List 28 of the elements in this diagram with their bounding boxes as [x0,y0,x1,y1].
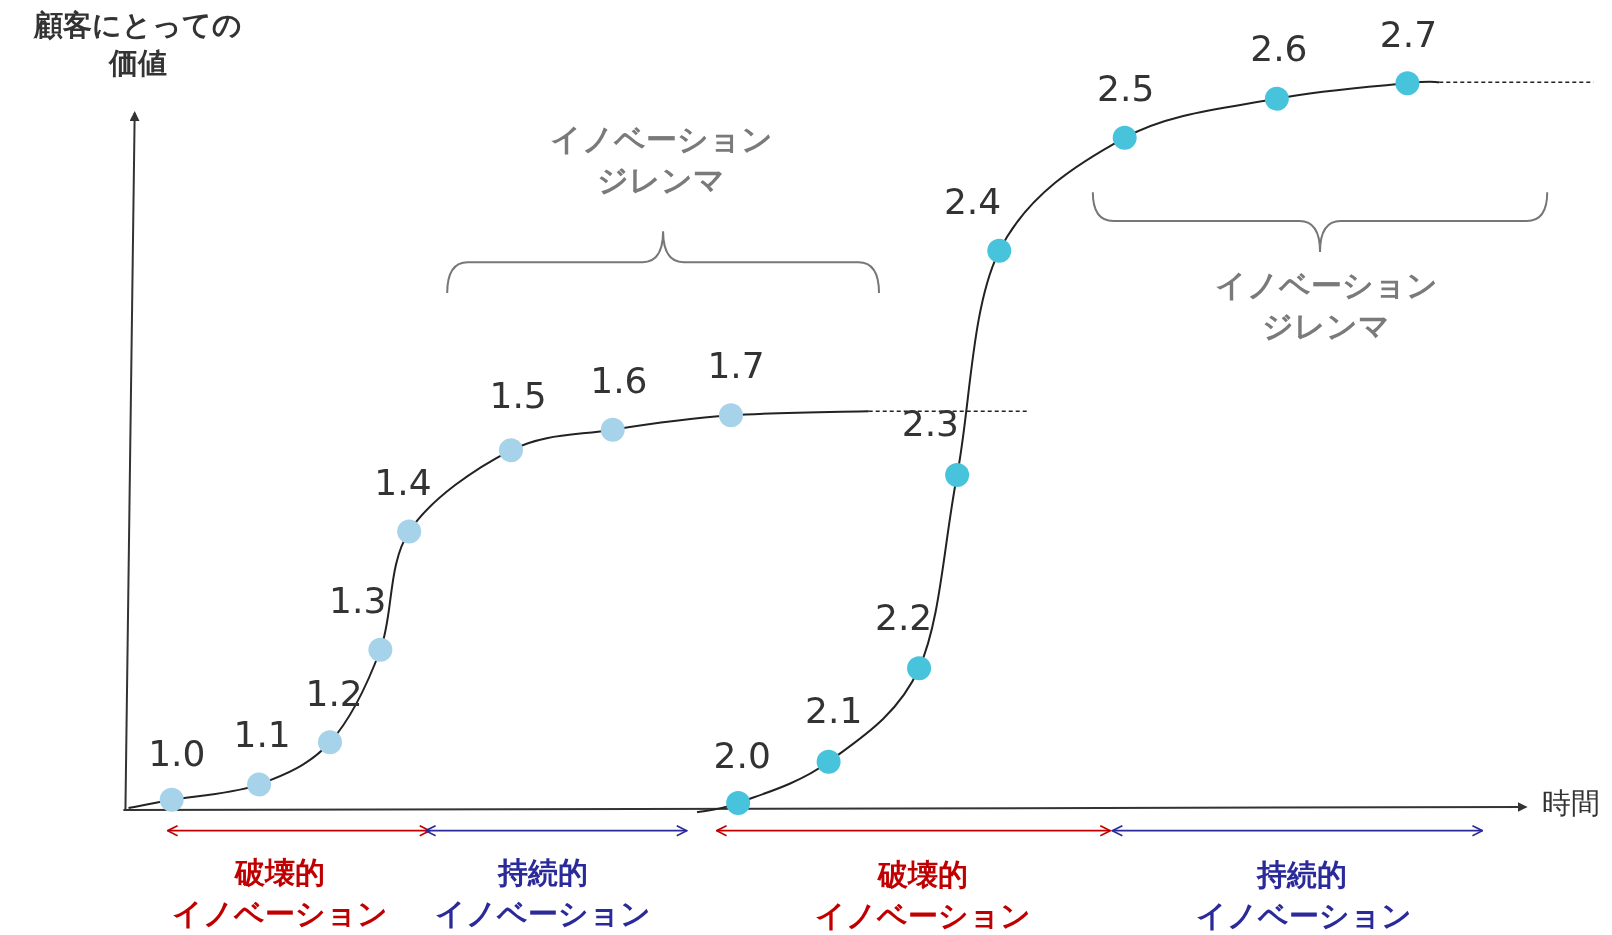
point-label: 1.1 [233,712,291,757]
phase-label: イノベーション [171,894,388,933]
annotation-text: イノベーションジレンマ [1214,266,1438,346]
point-label: 1.0 [148,731,206,776]
point-label: 2.1 [805,689,863,733]
point-label: 2.3 [901,401,959,446]
point-label: 1.2 [305,671,363,716]
point-label: 1.3 [329,579,387,623]
phase-label: 持続的 [1256,855,1347,894]
phase-label: イノベーション [815,896,1032,935]
axis-label: 時間 [1541,785,1600,823]
phase-label: 持続的 [497,853,588,892]
point-label: 1.4 [374,460,432,505]
phase-label: 破壊的 [878,855,969,894]
phase-label: イノベーション [1195,896,1412,935]
phase-label: イノベーション [434,894,651,933]
point-label: 2.7 [1379,12,1438,57]
point-label: 1.7 [707,343,765,388]
point-label: 2.0 [713,733,771,778]
phase-label: 破壊的 [234,853,325,892]
point-label: 2.4 [943,179,1002,224]
point-label: 2.5 [1097,67,1155,112]
point-label: 2.2 [875,595,933,640]
point-label: 1.5 [489,373,547,418]
axis-label: 顧客にとっての価値 [33,7,243,83]
annotation-text: イノベーションジレンマ [549,120,773,200]
point-label: 2.6 [1250,26,1308,71]
point-label: 1.6 [590,359,648,403]
